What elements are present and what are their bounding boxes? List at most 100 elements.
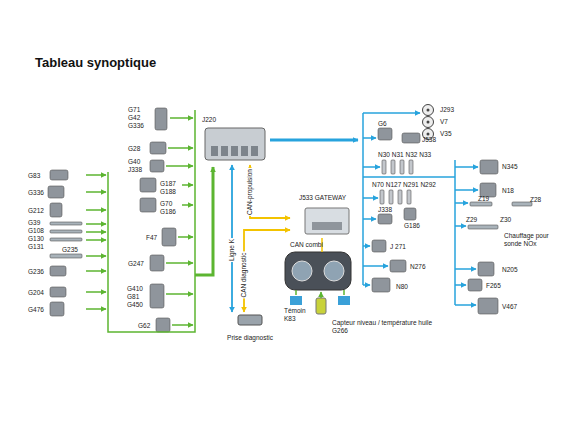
part-label: G131 — [28, 243, 44, 251]
component-icon — [50, 302, 64, 316]
cluster-dial — [292, 261, 312, 281]
component-icon — [378, 214, 392, 224]
fan-hub — [427, 133, 430, 136]
injector-icon — [380, 190, 384, 204]
component-icon — [50, 287, 66, 297]
wire — [166, 293, 193, 295]
diagnostic-socket — [238, 315, 262, 325]
part-label: N205 — [502, 266, 518, 274]
wire — [86, 308, 106, 310]
component-icon — [372, 278, 390, 292]
warning-lamp — [290, 296, 302, 305]
injector-icon — [391, 160, 395, 174]
component-icon — [480, 183, 496, 197]
wire — [86, 223, 106, 225]
probe-icon — [470, 202, 492, 206]
wire — [86, 291, 106, 293]
wire — [455, 166, 478, 168]
component-icon — [372, 240, 386, 252]
part-label: G62 — [138, 322, 150, 330]
part-label: G188 — [160, 188, 176, 196]
probe-icon — [468, 225, 498, 229]
component-name: Prise diagnostic — [227, 334, 273, 342]
wire — [86, 174, 106, 176]
part-label: Z30 — [500, 216, 511, 224]
part-label: J 271 — [390, 243, 406, 251]
part-label: G476 — [28, 306, 44, 314]
injector-icon — [407, 190, 411, 204]
wire — [455, 268, 476, 270]
wire — [455, 202, 468, 204]
ecu-connector — [231, 146, 238, 156]
oil-sensor — [316, 298, 326, 314]
part-label: G336 — [128, 122, 144, 130]
fan-icon — [423, 105, 434, 116]
fan-hub — [427, 109, 430, 112]
wire — [86, 231, 106, 233]
component-icon — [150, 255, 164, 271]
probe-icon — [512, 202, 532, 206]
part-label: N30 N31 N32 N33 — [378, 151, 431, 159]
component-icon — [150, 160, 164, 172]
wire — [295, 290, 297, 295]
component-box: Prise diagnostic — [224, 312, 276, 342]
injector-icon — [400, 160, 404, 174]
component-icon — [140, 198, 156, 212]
wire — [363, 284, 370, 286]
part-label: G28 — [128, 145, 140, 153]
wire — [182, 184, 193, 186]
ecu-connector — [251, 146, 258, 156]
part-label: G186 — [160, 208, 176, 216]
component-icon — [378, 128, 392, 140]
component-icon — [478, 298, 498, 314]
part-label: F47 — [146, 234, 157, 242]
part-label: G410 — [127, 285, 143, 293]
component-box: J533 GATEWAY — [290, 193, 355, 238]
wire — [178, 236, 193, 238]
component-icon — [50, 266, 66, 276]
diagram-title: Tableau synoptique — [35, 55, 156, 70]
component-icon — [156, 318, 170, 332]
wire — [166, 262, 193, 264]
fan-hub — [427, 121, 430, 124]
component-name: Capteur niveau / température huile G266 — [332, 319, 446, 334]
cluster-dial — [324, 261, 344, 281]
wire — [320, 292, 322, 298]
component-icon — [155, 108, 167, 130]
wire — [455, 189, 478, 191]
part-label: N345 — [502, 163, 518, 171]
part-label: G108 — [28, 227, 44, 235]
part-label: G6 — [378, 120, 387, 128]
part-label: J538 — [422, 136, 436, 144]
part-label: G186 — [404, 222, 420, 230]
wire — [86, 209, 106, 211]
wire — [363, 197, 378, 199]
component-icon — [150, 142, 166, 154]
component-box: J220 — [200, 115, 270, 165]
wire — [168, 147, 193, 149]
wire — [270, 139, 358, 142]
wire — [343, 290, 345, 295]
component-icon — [390, 260, 406, 272]
gateway-connector — [312, 222, 342, 230]
component-icon — [50, 203, 62, 217]
wire — [86, 191, 106, 193]
part-label: N18 — [502, 187, 514, 195]
part-label: V7 — [440, 118, 448, 126]
part-label: V467 — [502, 303, 517, 311]
component-icon — [402, 133, 420, 143]
part-label: Z29 — [466, 216, 477, 224]
component-icon — [480, 160, 498, 174]
part-label: G247 — [128, 260, 144, 268]
part-label: G212 — [28, 207, 44, 215]
bus-connector — [244, 230, 290, 312]
part-label: G83 — [28, 172, 40, 180]
part-label: G450 — [127, 301, 143, 309]
wire — [363, 112, 420, 114]
component-box: Capteur niveau / température huile G266 — [330, 318, 448, 336]
component-icon — [478, 262, 494, 276]
bus-connector — [250, 165, 290, 218]
part-label: J293 — [440, 106, 454, 114]
component-name: J220 — [202, 116, 216, 124]
part-label: G336 — [28, 189, 44, 197]
